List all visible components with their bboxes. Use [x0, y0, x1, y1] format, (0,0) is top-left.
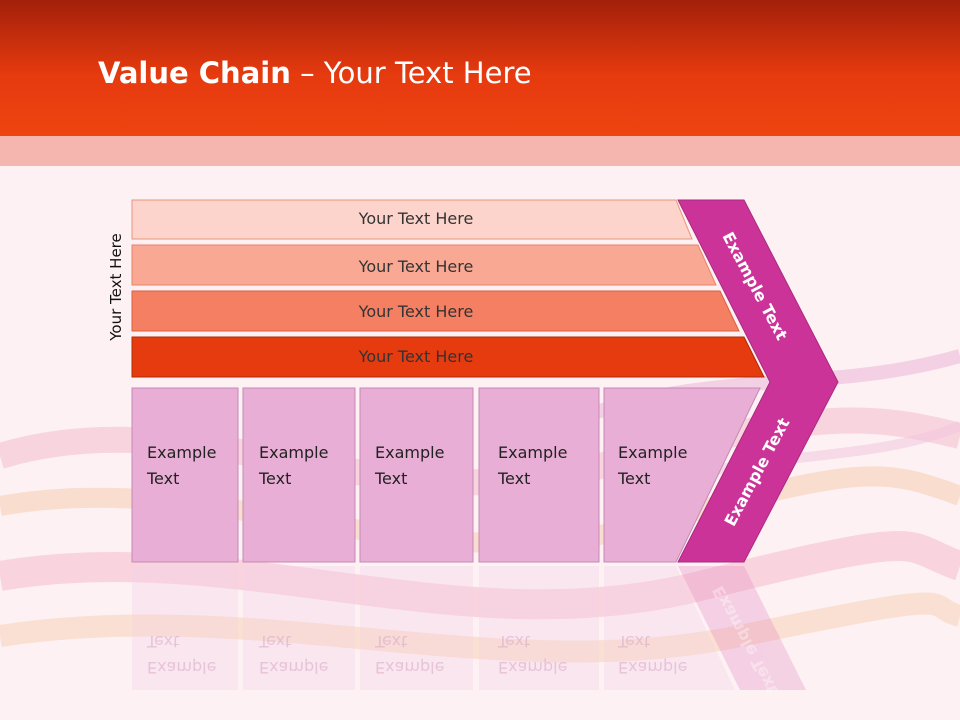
support-row-2-label: Your Text Here [358, 257, 474, 276]
support-row-1-label: Your Text Here [358, 209, 474, 228]
side-label: Your Text Here [107, 233, 125, 341]
support-row-2 [131, 244, 717, 286]
support-row-1 [131, 199, 693, 240]
margin-arrow [677, 199, 839, 563]
title-bold: Value Chain [98, 56, 291, 90]
support-row-4 [131, 336, 765, 378]
support-row-4-label: Your Text Here [358, 347, 474, 366]
title-rest: – Your Text Here [290, 56, 532, 90]
support-row-3 [131, 290, 740, 332]
activity-box-3 [359, 387, 474, 563]
activity-box-2 [242, 387, 356, 563]
activity-box-4 [478, 387, 600, 563]
slide-header [0, 0, 960, 136]
activity-box-5 [603, 387, 761, 563]
activity-box-1 [131, 387, 239, 563]
header-band [0, 136, 960, 166]
diagram-reflection [132, 566, 806, 690]
slide-title: Value Chain – Your Text Here [98, 56, 532, 90]
support-row-3-label: Your Text Here [358, 302, 474, 321]
